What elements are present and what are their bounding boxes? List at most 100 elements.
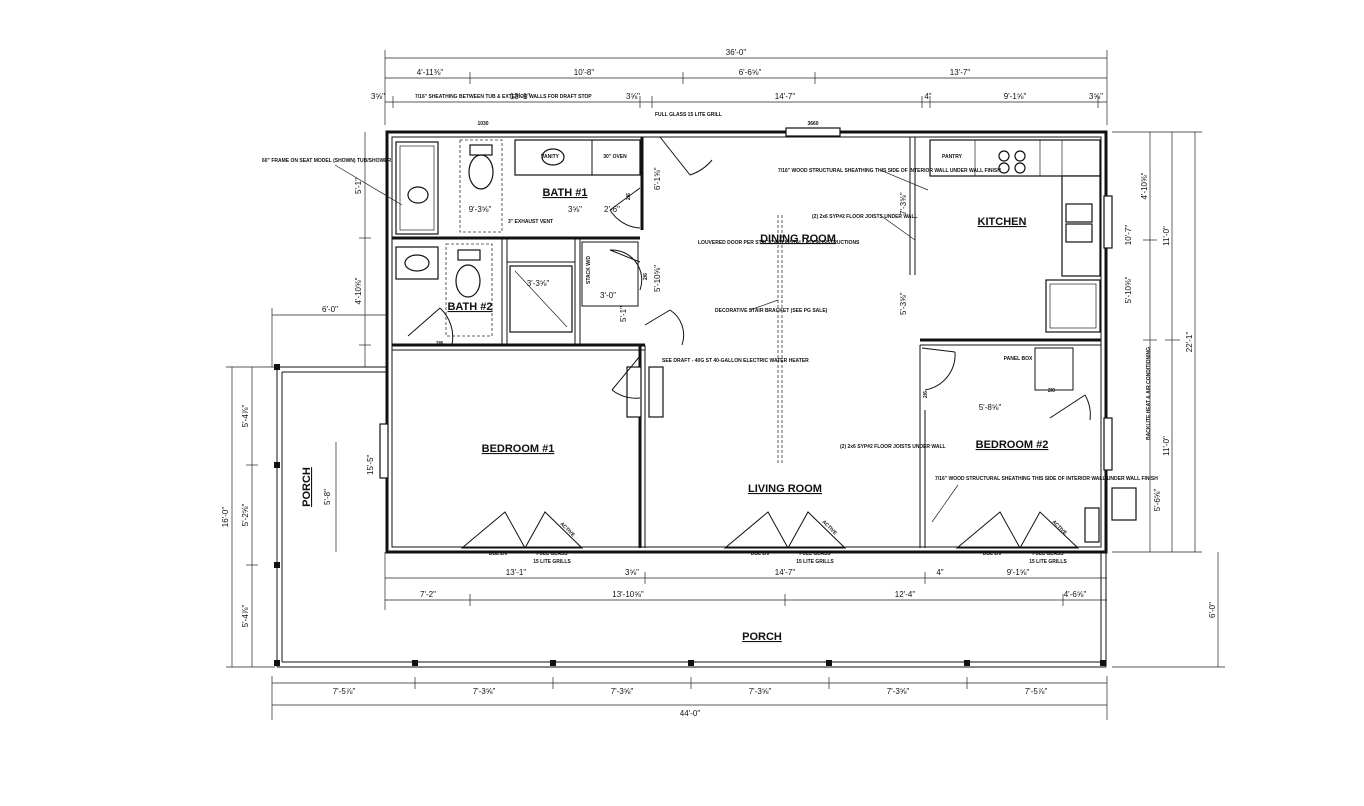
panel-box-label: PANEL BOX <box>1004 356 1033 362</box>
dim-right-4: 10'-7" <box>1124 225 1133 246</box>
note-sheathing-top: 7/16" SHEATHING BETWEEN TUB & EXTERIOR W… <box>415 94 592 100</box>
dim-row2-2: 14'-7" <box>775 92 796 101</box>
door-label-fg-1: FULL GLASS <box>536 551 568 557</box>
window-3660: 3660 <box>807 121 818 127</box>
dim-top-4: 13'-7" <box>950 68 971 77</box>
door-label-26a: 2/6 <box>626 193 632 200</box>
dim-bot-4: 4" <box>936 568 943 577</box>
room-bedroom1: BEDROOM #1 <box>482 443 555 455</box>
dim-left-b: 4'-10⅝" <box>354 277 363 304</box>
window-1030: 1030 <box>477 121 488 127</box>
dim-left-overall: 16'-0" <box>221 507 230 528</box>
dim-br2-w: 5'-8⅝" <box>979 403 1002 412</box>
door-active-3: ACTIVE <box>1051 519 1069 537</box>
dim-porch-3: 7'-3⅝" <box>611 687 634 696</box>
vanity-label-1: VANITY <box>541 154 560 160</box>
door-label-fg-3: FULL GLASS <box>1032 551 1064 557</box>
dim-left-3: 5'-4⅞" <box>241 605 250 628</box>
note-heat-pump: BACKLITE HEAT & AIR CONDITIONING <box>1146 347 1152 440</box>
room-bath1: BATH #1 <box>542 187 587 199</box>
bath1-fixtures <box>395 139 641 235</box>
dim-right-6: 5'-6⅝" <box>1153 489 1162 512</box>
dim-t35c: 3⅝" <box>1089 92 1103 101</box>
dim-porch-4: 7'-3⅝" <box>749 687 772 696</box>
room-dining: DINING ROOM <box>760 233 836 245</box>
note-floor-joists-1: (2) 2x6 SYP#2 FLOOR JOISTS UNDER WALL <box>812 214 918 220</box>
note-full-glass-top: FULL GLASS 15 LITE GRILL <box>655 112 722 118</box>
dim-porch-6: 7'-5⅞" <box>1025 687 1048 696</box>
dim-left-1: 5'-4⅞" <box>241 405 250 428</box>
note-wood-struct-1: 7/16" WOOD STRUCTURAL SHEATHING THIS SID… <box>778 168 1001 174</box>
dim-right-overall: 22'-1" <box>1185 332 1194 353</box>
porch <box>274 364 1107 668</box>
door-active-2: ACTIVE <box>821 519 839 537</box>
right-dimension-lines <box>1112 131 1225 668</box>
interior-walls <box>392 137 1101 548</box>
dim-top-1: 4'-11⅜" <box>417 68 444 77</box>
dim-left-2: 5'-2⅝" <box>241 504 250 527</box>
dim-small-1: 3'-3⅝" <box>527 279 550 288</box>
door-label-lite-3: 15 LITE GRILLS <box>1029 559 1067 565</box>
left-dimension-lines <box>226 132 387 668</box>
dim-left-6: 6'-0" <box>322 305 338 314</box>
dim-5-1b: 5'-1" <box>619 306 628 322</box>
dim-porch-2: 7'-3⅝" <box>473 687 496 696</box>
door-label-dbl-2: DBL 2/0 <box>751 551 770 557</box>
bath2-fixtures <box>395 243 573 337</box>
note-wood-struct-2: 7/16" WOOD STRUCTURAL SHEATHING THIS SID… <box>935 476 1158 482</box>
dim-2-6: 2'-6" <box>604 205 620 214</box>
dim-bot-3: 9'-1⅝" <box>1007 568 1030 577</box>
stack-wd-label: STACK W/D <box>586 256 592 284</box>
dim-bot2-3: 12'-4" <box>895 590 916 599</box>
dim-bot2-2: 13'-10⅝" <box>612 590 644 599</box>
note-floor-joists-2: (2) 2x6 SYP#2 FLOOR JOISTS UNDER WALL <box>840 444 946 450</box>
dim-right-2: 11'-0" <box>1162 436 1171 456</box>
door-label-26c: 2/6 <box>643 273 649 280</box>
dim-bot-35: 3⅝" <box>625 568 639 577</box>
dim-bath1-w: 9'-3⅝" <box>469 205 492 214</box>
dim-kit-1: 7'-3⅝" <box>899 192 908 215</box>
dim-bot-1: 13'-1" <box>506 568 527 577</box>
note-stair-bracket: DECORATIVE STAIR BRACKET (SEE PG SALE) <box>715 308 828 314</box>
top-dimension-lines <box>384 50 1108 125</box>
dim-porch-5: 7'-3⅝" <box>887 687 910 696</box>
dim-porch-1: 7'-5⅞" <box>333 687 356 696</box>
windows <box>379 127 1113 479</box>
dim-right-5: 5'-10⅝" <box>1124 276 1133 303</box>
door-label-dbl-3: DBL 2/0 <box>983 551 1002 557</box>
dim-small-2: 3'-0" <box>600 291 616 300</box>
dim-left-a: 5'-1" <box>354 178 363 194</box>
room-bedroom2: BEDROOM #2 <box>976 439 1049 451</box>
door-label-26b: 2/6 <box>923 391 929 398</box>
pantry-label: PANTRY <box>942 154 963 160</box>
door-label-20: 2/0 <box>1048 388 1055 394</box>
dim-kit-2: 5'-3⅝" <box>899 292 908 315</box>
note-tub-seat: 60" FRAME ON SEAT MODEL (SHOWN) TUB/SHOW… <box>262 158 392 164</box>
door-label-fg-2: FULL GLASS <box>799 551 831 557</box>
dim-bot2-4: 4'-6⅝" <box>1064 590 1087 599</box>
door-active-1: ACTIVE <box>559 521 577 539</box>
note-water-heater: SEE DRAFT - 40G ST 40-GALLON ELECTRIC WA… <box>662 358 809 364</box>
dim-top-3: 6'-6⅝" <box>739 68 762 77</box>
room-porch-bottom: PORCH <box>742 631 782 643</box>
door-label-lite-2: 15 LITE GRILLS <box>796 559 834 565</box>
dim-br1-h: 15'-5" <box>366 454 375 475</box>
utility-closets <box>626 366 1137 543</box>
bottom-dimension-lines <box>271 552 1108 720</box>
dim-right-porch: 6'-0" <box>1208 602 1217 618</box>
room-living: LIVING ROOM <box>748 483 822 495</box>
dim-overall-top: 36'-0" <box>726 48 747 57</box>
note-louvered: LOUVERED DOOR PER STACK W/D INSTALLATION… <box>698 240 860 246</box>
oven-note: 30" OVEN <box>603 154 627 160</box>
dim-overall-bottom: 44'-0" <box>680 709 701 718</box>
dim-row2-1: 13'-1" <box>510 92 531 101</box>
dim-porch-w: 5'-8" <box>323 489 332 505</box>
note-exhaust: 3" EXHAUST VENT <box>508 219 553 225</box>
kitchen-fixtures <box>929 139 1101 333</box>
dim-t35b: 3⅝" <box>626 92 640 101</box>
room-kitchen: KITCHEN <box>978 216 1027 228</box>
doors <box>407 136 1091 549</box>
dim-5-10: 5'-10⅝" <box>653 265 662 292</box>
dim-bot2-1: 7'-2" <box>420 590 436 599</box>
